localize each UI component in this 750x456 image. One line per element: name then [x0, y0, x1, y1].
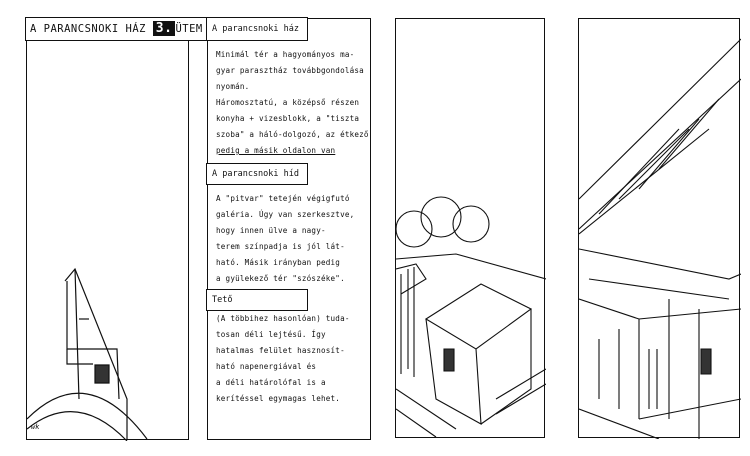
signature: wk — [31, 423, 40, 431]
panel-perspective-exterior — [395, 18, 546, 438]
text-line: nyomán. — [216, 82, 250, 91]
text-line: Háromosztatú, a középső részen — [216, 98, 360, 107]
title-suffix: ütem — [175, 23, 203, 35]
panel-perspective-interior — [578, 18, 741, 439]
text-line: konyha + vizesblokk, a "tiszta — [216, 114, 360, 123]
title-text: A parancsnoki ház — [30, 23, 146, 35]
text-line: hogy innen ülve a nagy- — [216, 226, 326, 235]
text-line: kerítéssel egymagas lehet. — [216, 394, 341, 403]
text-line: ható. Másik irányban pedig — [216, 258, 341, 267]
text-line: a déli határolófal is a — [216, 378, 326, 387]
panel-description: A parancsnoki ház Minimál tér a hagyomán… — [206, 17, 371, 440]
text-line: Minimál tér a hagyományos ma- — [216, 50, 355, 59]
house-perspective-drawing — [396, 196, 546, 438]
text-line: pedig a másik oldalon van — [216, 146, 336, 155]
text-line: gyar parasztház továbbgondolása — [216, 66, 364, 75]
text-line: tosan déli lejtésű. Így — [216, 330, 326, 339]
section-heading-roof: Tető — [206, 289, 308, 311]
text-line: szoba" a háló-dolgozó, az étkező — [216, 130, 369, 139]
text-line: A "pitvar" tetején végigfutó — [216, 194, 350, 203]
section-text-bridge: A "pitvar" tetején végigfutó galéria. Úg… — [216, 191, 354, 287]
house-elevation-drawing — [27, 267, 148, 441]
page-title: A parancsnoki ház 3.ütem — [25, 17, 208, 41]
text-line: hatalmas felület hasznosít- — [216, 346, 345, 355]
panel-elevation-sketch: A parancsnoki ház 3.ütem wk — [25, 17, 208, 441]
text-line: ható napenergiával és — [216, 362, 317, 371]
section-heading-house: A parancsnoki ház — [206, 17, 308, 41]
section-text-roof: (A többihez hasonlóan) tuda- tosan déli … — [216, 311, 350, 407]
text-line: (A többihez hasonlóan) tuda- — [216, 314, 350, 323]
text-line: a gyülekező tér "szószéke". — [216, 274, 345, 283]
section-text-house: Minimál tér a hagyományos ma- gyar paras… — [216, 47, 369, 159]
phase-number-badge: 3. — [152, 21, 176, 36]
interior-perspective-drawing — [579, 38, 741, 439]
text-line: terem színpadja is jól lát- — [216, 242, 345, 251]
section-heading-bridge: A parancsnoki híd — [206, 163, 308, 185]
text-line: galéria. Úgy van szerkesztve, — [216, 210, 355, 219]
